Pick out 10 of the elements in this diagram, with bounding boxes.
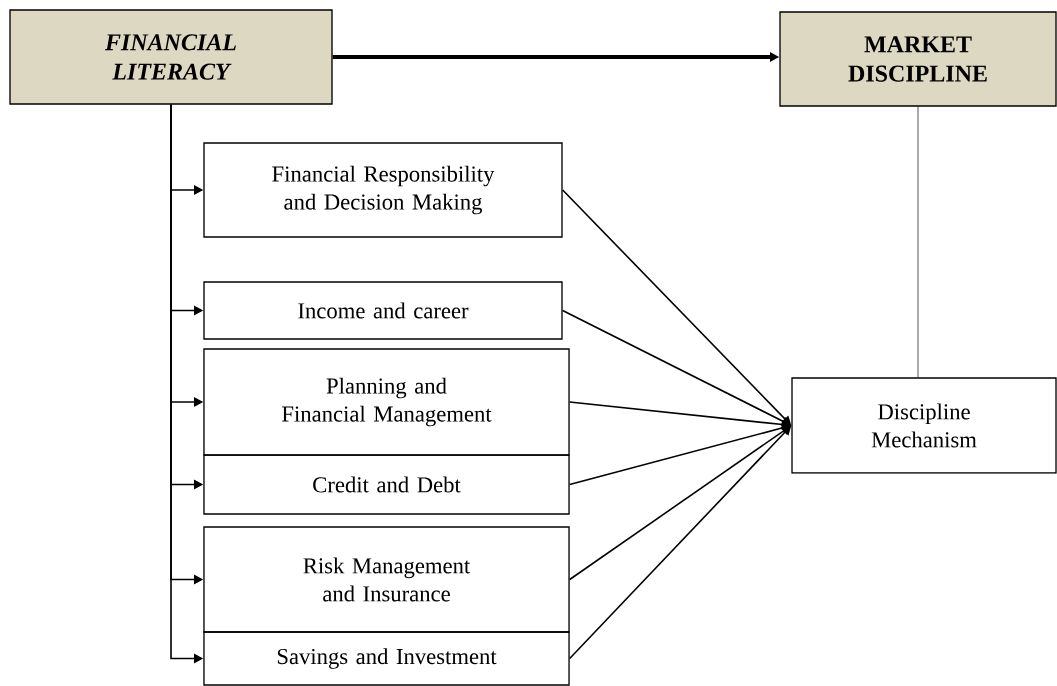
topic-box: Savings and Investment bbox=[203, 631, 570, 686]
topic-box: Credit and Debt bbox=[203, 454, 570, 515]
connector-line bbox=[917, 106, 919, 378]
topic-box: Income and career bbox=[203, 281, 563, 340]
topic-box: Risk Management and Insurance bbox=[203, 526, 570, 633]
mechanism-box: Discipline Mechanism bbox=[791, 377, 1057, 474]
heading-box: MARKET DISCIPLINE bbox=[779, 11, 1057, 107]
topic-box: Financial Responsibility and Decision Making bbox=[203, 142, 563, 238]
topic-box: Planning and Financial Management bbox=[203, 348, 570, 456]
heading-box: FINANCIAL LITERACY bbox=[9, 9, 333, 105]
